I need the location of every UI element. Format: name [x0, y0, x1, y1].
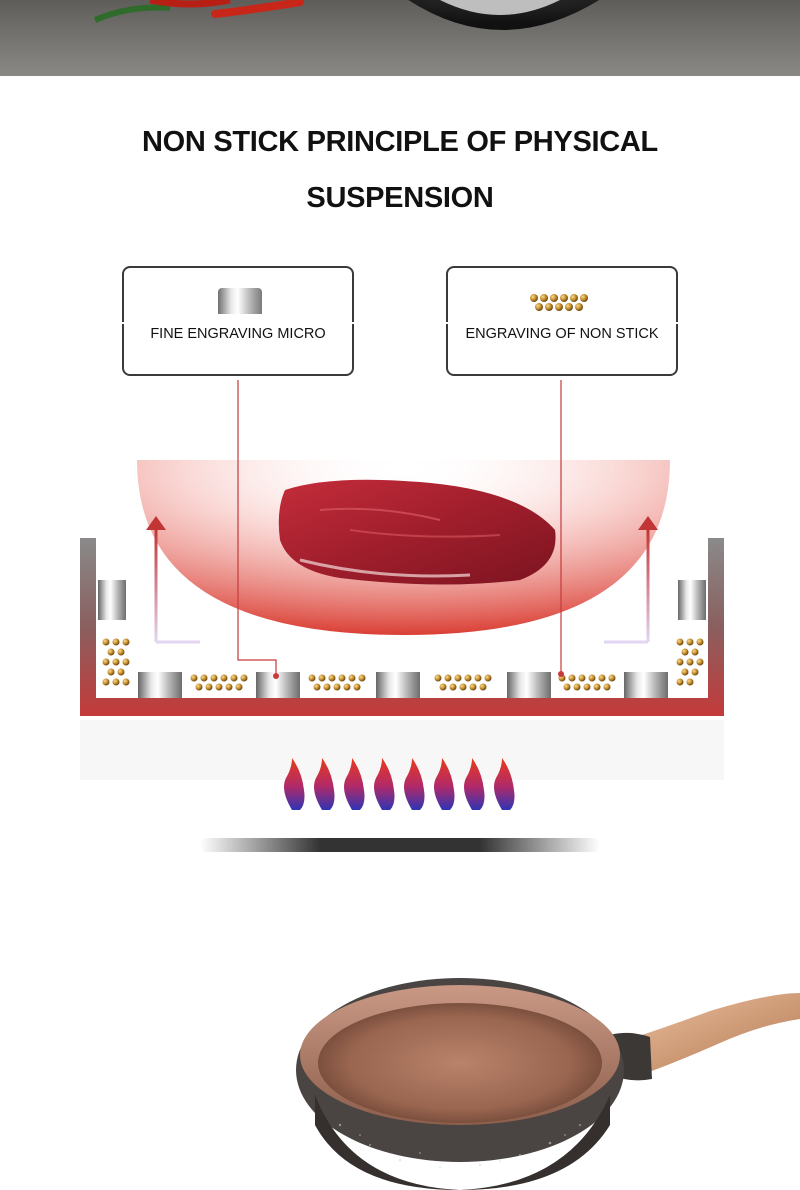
page-title-line-1: NON STICK PRINCIPLE OF PHYSICAL	[142, 126, 658, 158]
bottom-cylinders	[138, 672, 668, 698]
steak-image	[278, 479, 556, 585]
pan-interior	[318, 1003, 602, 1123]
arrow-head-right	[638, 516, 658, 530]
top-product-photo-strip	[0, 0, 800, 76]
frying-pan-photo	[296, 978, 800, 1190]
heat-arrow-right	[604, 530, 650, 644]
pointer-dot-fine-engraving	[273, 673, 279, 679]
pointer-dot-non-stick	[558, 671, 564, 677]
micro-cylinder-icon	[218, 288, 262, 314]
burner-shadow	[200, 838, 600, 852]
gold-beads-icon	[530, 294, 588, 311]
page-title-line-2: SUSPENSION	[306, 182, 494, 214]
side-cylinder-right	[678, 580, 706, 620]
burner-flames	[284, 758, 515, 810]
pointer-line-fine-engraving	[237, 380, 277, 674]
granite-speckles	[338, 1123, 581, 1168]
callout-divider	[446, 322, 678, 324]
chili-pepper-2	[211, 0, 304, 18]
callout-fine-engraving: FINE ENGRAVING MICRO	[122, 266, 354, 376]
heat-arrow-left	[154, 530, 200, 644]
top-photo-illustration	[93, 0, 600, 30]
side-cylinder-left	[98, 580, 126, 620]
callout-divider	[122, 322, 354, 324]
callout-label-fine-engraving: FINE ENGRAVING MICRO	[150, 326, 326, 342]
callout-label-non-stick: ENGRAVING OF NON STICK	[465, 326, 659, 342]
chili-pepper	[149, 0, 231, 8]
pan-cross-section	[80, 538, 724, 716]
arrow-head-left	[146, 516, 166, 530]
pan-handle	[605, 993, 800, 1077]
pan-base-plate	[440, 0, 560, 15]
callout-non-stick-engraving: ENGRAVING OF NON STICK	[446, 266, 678, 376]
gold-bead-clusters	[102, 638, 704, 691]
herb-stem	[93, 4, 171, 23]
pan-reflection	[80, 720, 724, 780]
suspension-diagram	[80, 380, 724, 852]
